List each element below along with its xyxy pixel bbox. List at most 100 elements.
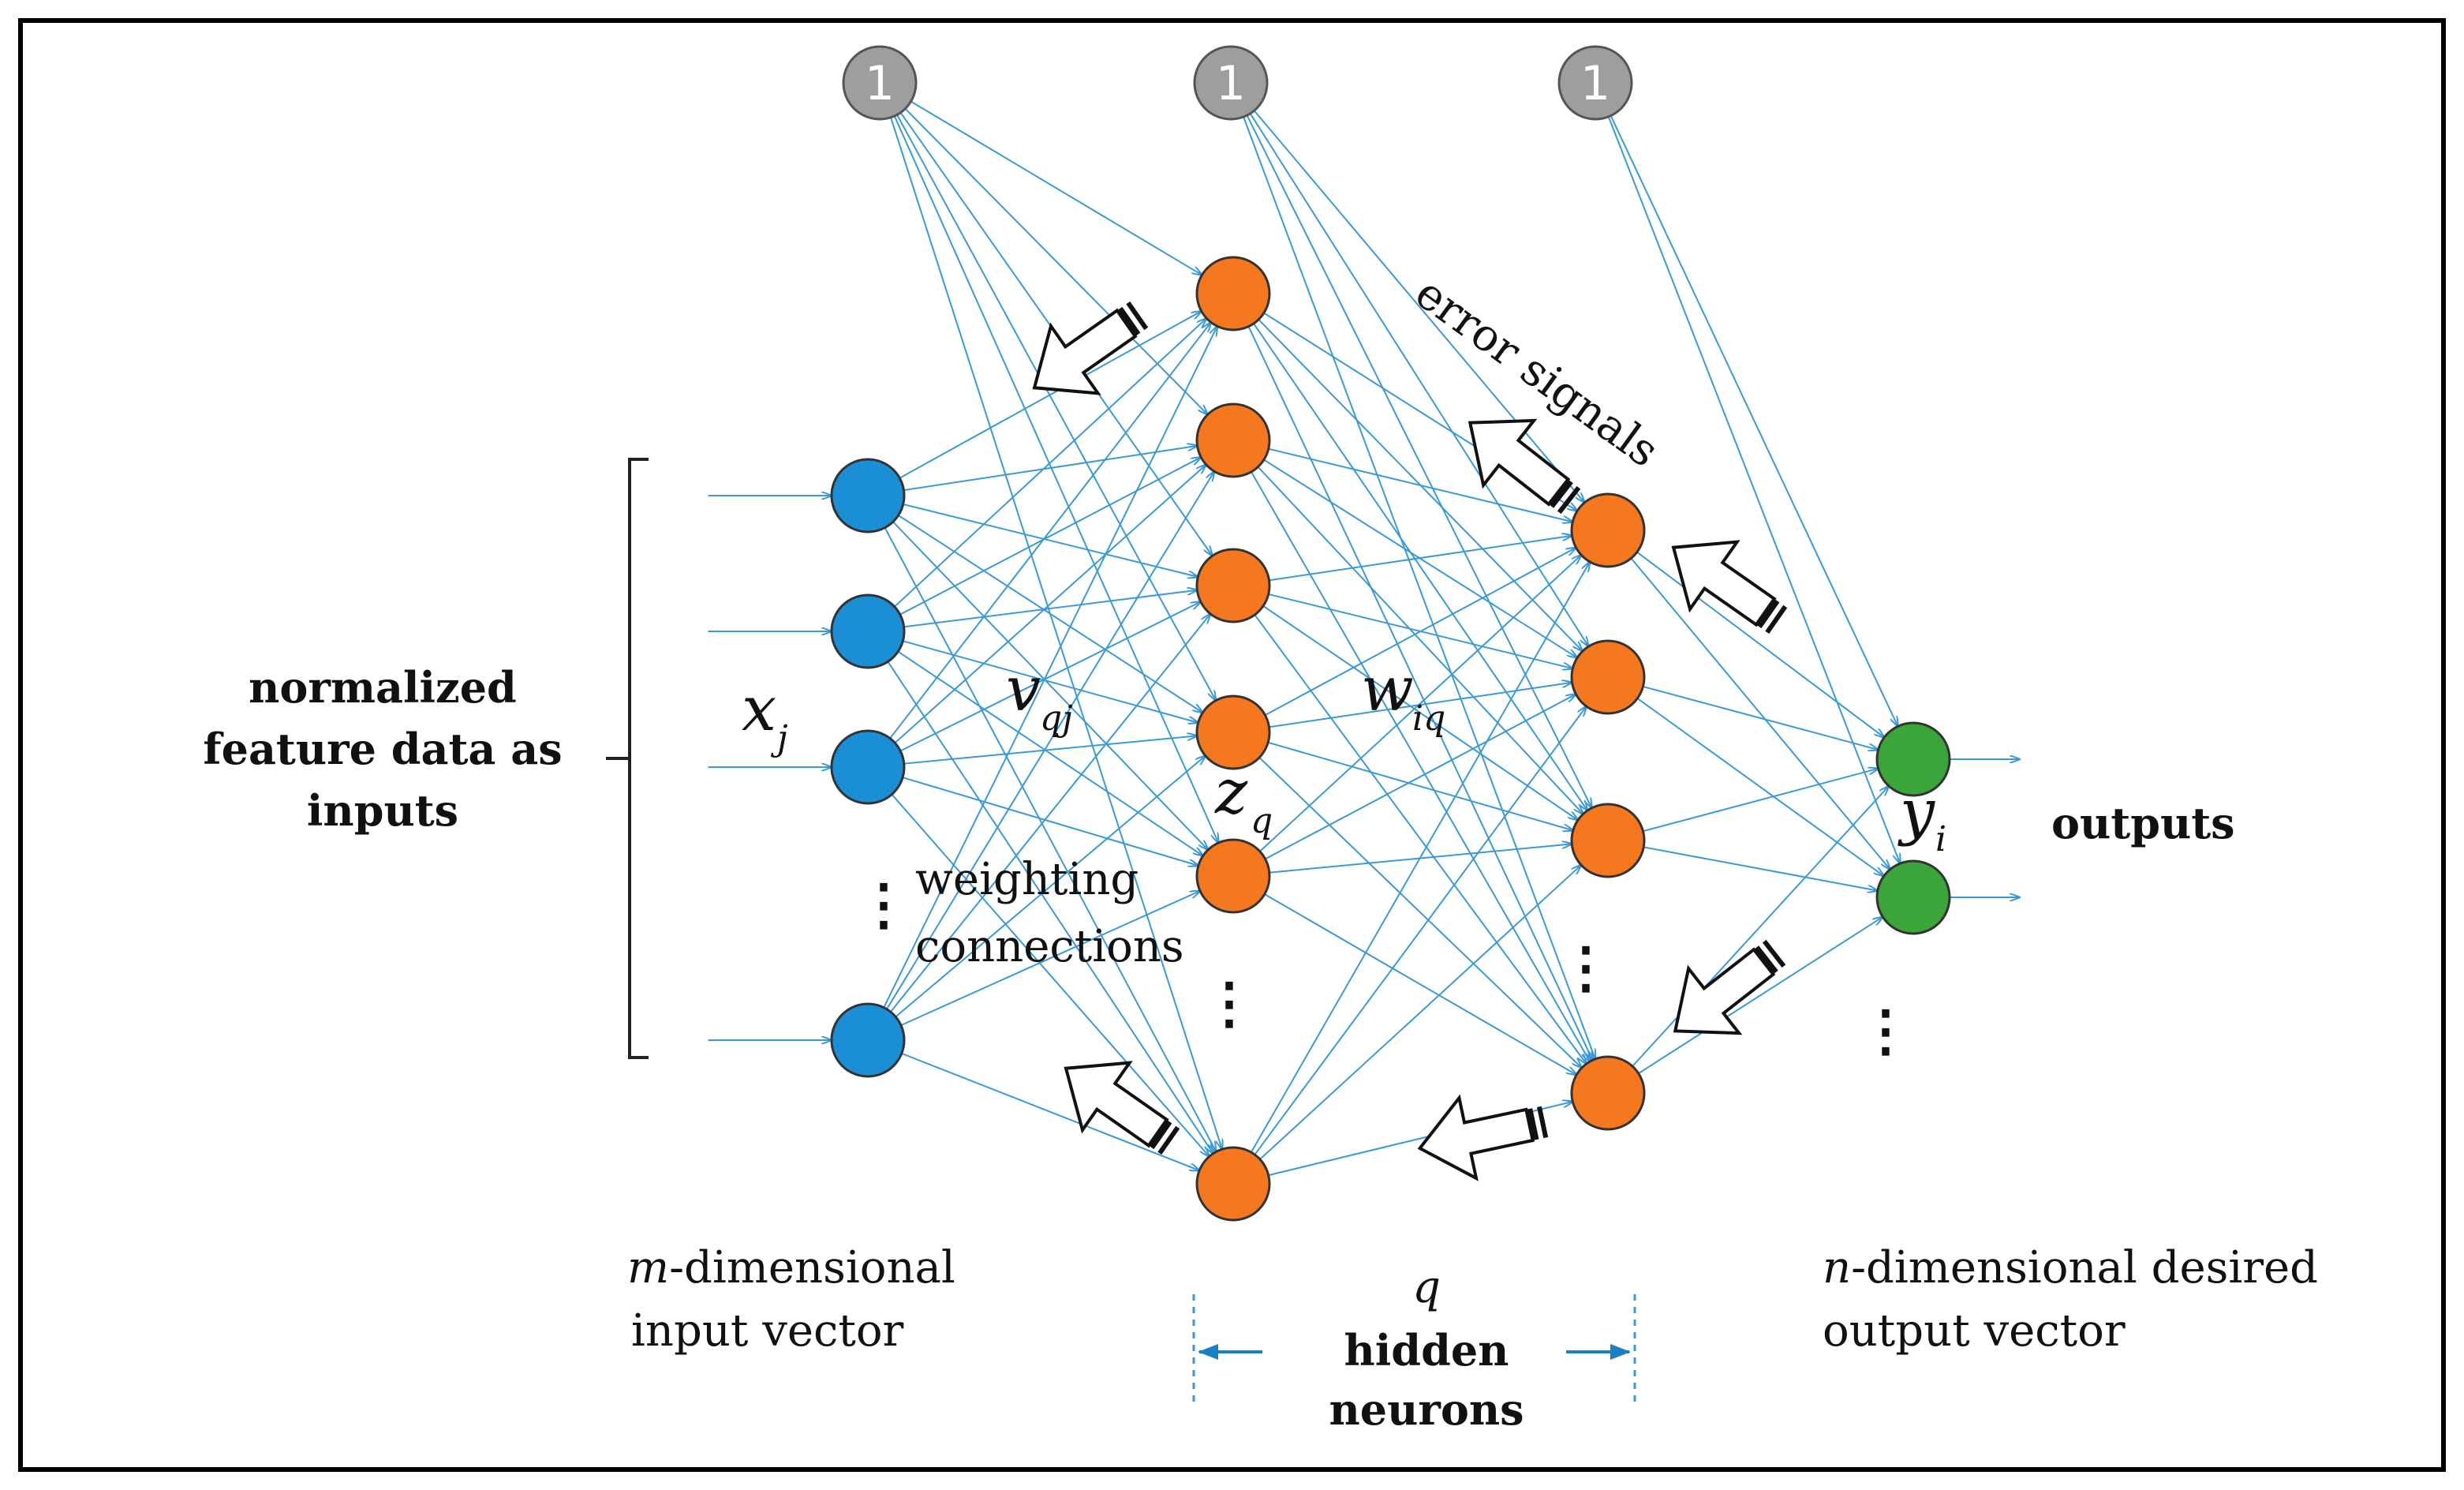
bias-node (1557, 45, 1633, 121)
input-node (830, 593, 906, 669)
connection-input-hidden1 (878, 471, 1214, 1022)
input-vector-line1: m-dimensional (627, 1242, 955, 1293)
connection-hidden1-hidden2 (1254, 536, 1572, 583)
output-vector-line2: output vector (1823, 1305, 2126, 1357)
hidden-layer1-node (1195, 838, 1271, 914)
output-node (1875, 721, 1951, 797)
input-node (830, 729, 906, 805)
connection-input-hidden1 (877, 514, 1216, 1151)
hidden-layer1-node (1195, 1146, 1271, 1222)
hollow-block-arrow (1064, 1061, 1180, 1155)
connection-hidden1-hidden2 (1247, 455, 1583, 814)
connection-hidden2-output (1628, 844, 1878, 891)
connection-bias-hidden1 (889, 101, 1216, 700)
connection-hidden1-hidden2 (1251, 694, 1576, 867)
connection-bias-hidden2 (1237, 103, 1595, 1059)
connection-hidden2-output (1621, 546, 1890, 869)
connection-bias-hidden2 (1241, 100, 1589, 646)
y-sub-label: i (1935, 819, 1946, 859)
bias-node-label: 1 (1580, 56, 1610, 111)
z-var-label: z (1214, 757, 1248, 828)
hollow-block-arrow (1417, 1094, 1549, 1181)
connection-input-hidden1 (888, 772, 1198, 866)
hollow-block-arrow (1673, 939, 1786, 1035)
hidden-layer1-node (1195, 402, 1271, 478)
hidden-layer1-node (1195, 694, 1271, 770)
output-ellipsis: ⋮ (1858, 998, 1913, 1063)
connection-hidden1-hidden2 (1254, 844, 1572, 875)
weighting-label-line1: weighting (915, 854, 1139, 905)
connection-hidden1-hidden2 (1244, 311, 1587, 811)
connection-hidden1-hidden2 (1254, 444, 1572, 522)
connection-hidden1-hidden2 (1248, 865, 1581, 1170)
input-bracket (606, 458, 649, 1059)
connection-input-hidden1 (881, 322, 1211, 751)
w-sub-label: iq (1412, 698, 1445, 739)
connection-hidden1-hidden2 (1251, 548, 1576, 723)
io-arrows (708, 496, 2020, 1040)
connection-hidden2-output (1628, 769, 1879, 836)
connection-input-hidden1 (883, 318, 1206, 617)
hidden-layer2-node (1570, 803, 1646, 878)
connection-input-hidden1 (881, 783, 1209, 1157)
bias-node-label: 1 (1216, 56, 1246, 111)
hidden-neurons-line1: hidden (1344, 1325, 1509, 1376)
hidden-layer2-node (1570, 639, 1646, 715)
v-var-label: v (1006, 654, 1041, 725)
connection-input-hidden1 (888, 1047, 1200, 1170)
inputs-desc-line3: inputs (307, 785, 458, 836)
connection-bias-hidden2 (1239, 102, 1591, 808)
x-var-label: x (742, 674, 776, 745)
hidden-layer1-node (1195, 548, 1271, 623)
input-vector-line2: input vector (631, 1305, 904, 1357)
error-signal-arrows (1032, 301, 1788, 1181)
connection-bias-output (1603, 102, 1898, 726)
input-node (830, 1002, 906, 1078)
q-label: q (1412, 1262, 1441, 1313)
connection-hidden1-hidden2 (1251, 451, 1577, 658)
connection-hidden2-output (1625, 542, 1884, 738)
connection-hidden1-hidden2 (1243, 562, 1590, 1166)
connection-hidden1-hidden2 (1243, 459, 1590, 1061)
output-vector-line1: n-dimensional desired (1823, 1242, 2318, 1293)
hidden-layer2-node (1570, 492, 1646, 568)
connection-hidden1-hidden2 (1254, 737, 1573, 831)
connection-hidden2-output (1625, 917, 1883, 1082)
bias-node (1193, 45, 1269, 121)
connection-hidden1-hidden2 (1248, 555, 1581, 863)
connection-hidden1-hidden2 (1241, 313, 1593, 1060)
outputs-label: outputs (2051, 798, 2235, 848)
output-node (1875, 859, 1951, 935)
bias-node (842, 45, 918, 121)
connection-input-hidden1 (881, 614, 1210, 1024)
inputs-desc-line2: feature data as (203, 724, 562, 774)
hidden2-ellipsis: ⋮ (1558, 934, 1613, 1000)
connection-input-hidden1 (887, 891, 1200, 1032)
connection-input-hidden1 (884, 756, 1206, 1027)
hidden-neurons-line2: neurons (1329, 1384, 1524, 1435)
connection-bias-output (1602, 103, 1900, 863)
weighting-label-line2: connections (915, 921, 1184, 972)
hollow-block-arrow (1671, 540, 1788, 635)
connection-bias-hidden2 (1244, 99, 1585, 503)
connection-hidden1-hidden2 (1245, 706, 1586, 1167)
connection-hidden1-hidden2 (1251, 885, 1576, 1075)
w-var-label: w (1361, 654, 1414, 725)
hollow-block-arrow (1468, 418, 1581, 515)
connection-hidden1-hidden2 (1254, 590, 1573, 669)
connection-input-hidden1 (883, 465, 1206, 754)
connection-bias-hidden1 (894, 97, 1207, 415)
connection-input-hidden1 (889, 736, 1197, 766)
connection-bias-hidden1 (888, 102, 1218, 843)
hidden-layer1-node (1195, 256, 1271, 331)
input-node (830, 458, 906, 533)
inputs-desc-line1: normalized (249, 662, 517, 713)
connection-input-hidden1 (886, 311, 1202, 486)
connection-hidden2-output (1628, 682, 1879, 750)
connection-bias-hidden1 (898, 93, 1202, 275)
input-ellipsis: ⋮ (856, 871, 911, 937)
connection-hidden1-hidden2 (1245, 602, 1586, 1064)
connection-bias-hidden1 (885, 103, 1221, 1149)
connection-hidden1-hidden2 (1248, 747, 1582, 1068)
